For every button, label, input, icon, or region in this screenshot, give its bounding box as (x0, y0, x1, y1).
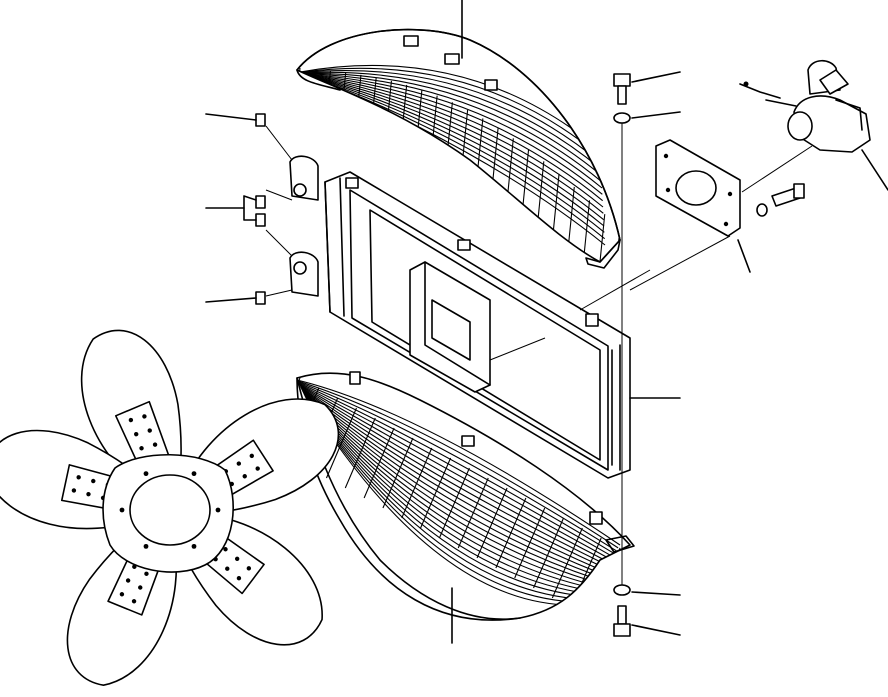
nut (255, 113, 266, 127)
bolt (613, 73, 631, 105)
nut (255, 291, 266, 305)
nut (255, 195, 266, 227)
washer (756, 203, 768, 217)
hardware (205, 71, 805, 637)
bolt (771, 183, 805, 207)
fan-shroud-frame (289, 155, 681, 479)
pump-motor (739, 59, 888, 193)
fan-blade-assembly (0, 329, 340, 687)
washer (613, 584, 631, 596)
lower-fan-guard (296, 371, 635, 644)
bolt (613, 605, 631, 637)
mounting-plate (629, 139, 751, 291)
washer (613, 112, 631, 124)
